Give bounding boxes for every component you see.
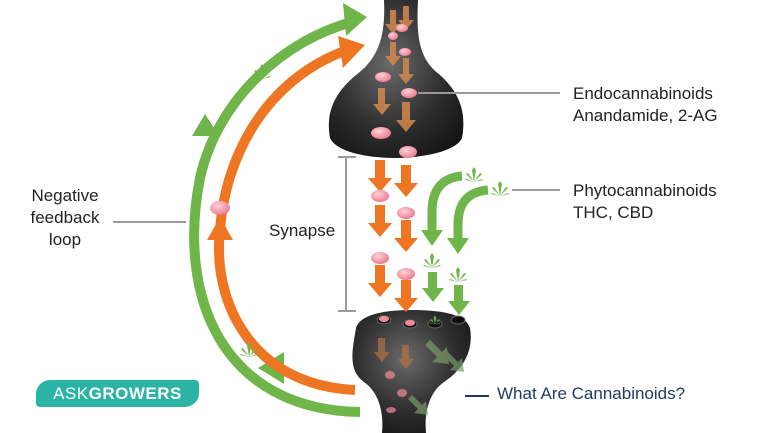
endocannabinoids-label: Endocannabinoids Anandamide, 2-AG [573,83,718,127]
cannabis-leaf-icon [429,315,441,325]
endocannabinoids-examples: Anandamide, 2-AG [573,106,718,125]
brand-prefix: ASK [53,384,89,403]
phytocannabinoids-title: Phytocannabinoids [573,181,717,200]
feedback-vesicle [210,201,230,215]
orange-lower-arrowhead [207,217,233,240]
endocannabinoid-arrows [368,160,418,312]
cannabis-leaf-icon [449,267,467,282]
negative-feedback-label: Negative feedback loop [20,185,110,251]
askgrowers-logo: ASKGROWERS [36,380,199,407]
synapse-label: Synapse [269,221,336,240]
phytocannabinoids-examples: THC, CBD [573,203,654,222]
cannabis-leaf-icon [465,167,483,182]
presynaptic-arrows [373,6,416,132]
phytocannabinoids-label: Phytocannabinoids THC, CBD [573,180,717,224]
green-feedback-arc [189,17,361,417]
pointer-lines [113,92,560,223]
cannabis-leaf-icon [491,181,509,196]
cannabis-leaf-icon [423,253,441,268]
negative-feedback-line: feedback [30,208,100,227]
feedback-arrows [189,3,367,417]
phytocannabinoid-arrows [427,171,489,240]
postsynaptic-neuron [352,310,471,433]
brand-bold: GROWERS [88,384,182,403]
synapse-vesicles [371,190,415,280]
postsynaptic-arrows [374,338,464,415]
green-left-arrowhead [192,114,219,136]
cannabis-leaf-icon [253,64,271,79]
receptor [450,315,466,325]
green-lower-arrowhead [258,352,284,384]
negative-feedback-line: loop [48,230,82,249]
cannabis-leaf-icon [240,342,258,357]
caption-dash [465,395,489,397]
bound-vesicle [379,316,389,322]
orange-feedback-arrowhead [338,36,365,68]
synapse-bracket [338,156,356,312]
endocannabinoids-title: Endocannabinoids [573,84,713,103]
bound-vesicle [405,320,415,326]
green-feedback-arrowhead [343,3,367,36]
presynaptic-vesicles [371,24,417,158]
presynaptic-neuron [328,0,464,158]
negative-feedback-line: Negative [31,186,99,205]
phytocannabinoid-arrowheads [421,230,470,315]
caption-title: What Are Cannabinoids? [497,384,686,403]
